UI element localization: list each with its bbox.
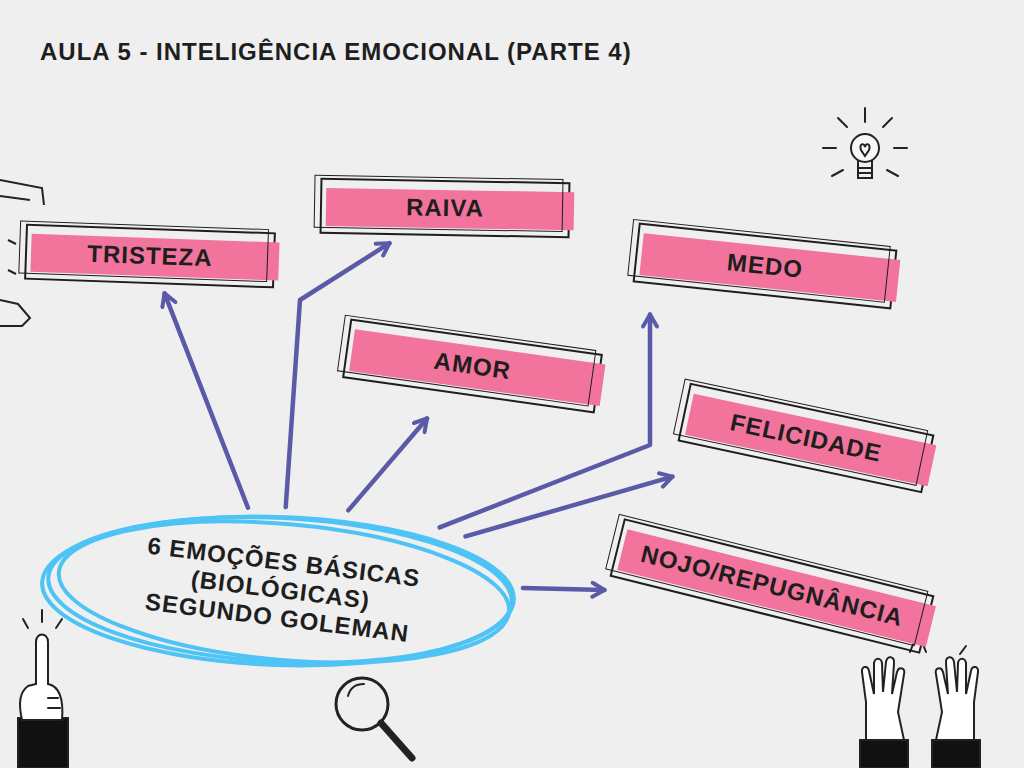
arrow-connector [165,293,248,507]
emotion-box: AMOR [342,319,603,414]
text-group: RAIVA [406,193,484,222]
text-group: 6 EMOÇÕES BÁSICAS (BIOLÓGICAS) SEGUNDO G… [128,530,431,649]
arrow-connector [286,243,390,507]
central-ellipse: 6 EMOÇÕES BÁSICAS (BIOLÓGICAS) SEGUNDO G… [40,510,520,670]
arrow-connector [523,588,605,590]
box-label: RAIVA [406,193,484,222]
page-title: AULA 5 - INTELIGÊNCIA EMOCIONAL (PARTE 4… [40,38,632,66]
arrow-connector [348,418,427,510]
raised-hands [860,642,980,768]
emotion-box: FELICIDADE [677,383,934,494]
pointing-hand [18,610,68,768]
ellipse-stroke [40,509,517,673]
lightbulb-icon [823,108,907,178]
magnifying-glass [336,678,412,758]
emotion-box: TRISTEZA [24,224,276,289]
arrow-connector [466,477,673,537]
emotion-box: MEDO [633,223,898,310]
emotion-box: RAIVA [320,178,571,238]
text-group: NOJO/REPUGNÂNCIA [638,540,906,632]
box-label: NOJO/REPUGNÂNCIA [638,540,906,632]
emotion-box: NOJO/REPUGNÂNCIA [609,518,934,654]
box-label: TRISTEZA [87,240,213,272]
ellipse-label: 6 EMOÇÕES BÁSICAS (BIOLÓGICAS) SEGUNDO G… [128,530,431,649]
text-group: TRISTEZA [87,240,213,272]
